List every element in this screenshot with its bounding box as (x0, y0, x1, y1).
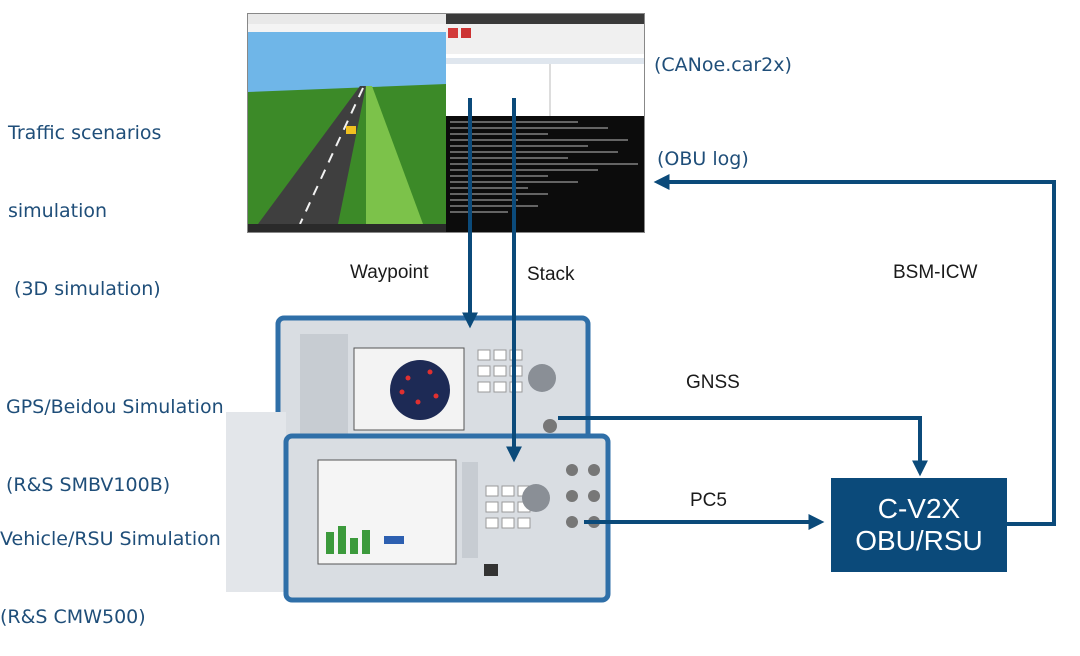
sim-titlebar (248, 14, 446, 24)
gnss-label: GNSS (686, 372, 740, 393)
pc5-label: PC5 (690, 490, 727, 511)
gps-sim-label: GPS/Beidou Simulation (R&S SMBV100B) (6, 342, 224, 524)
verge (366, 86, 423, 224)
connection-arrows (462, 98, 1056, 530)
canoe-titlebar (446, 14, 644, 24)
traffic-sim-label-line2: simulation (8, 200, 108, 222)
traffic-sim-label: Traffic scenarios simulation (3D simulat… (8, 68, 161, 328)
traffic-sim-label-line3: (3D simulation) (8, 278, 161, 300)
canoe-toolbar (446, 58, 644, 64)
obu-box-line2: OBU/RSU (855, 525, 983, 556)
smbv-skyplot (390, 360, 450, 420)
smbv-rf-connector (543, 419, 557, 433)
gps-sim-label-line1: GPS/Beidou Simulation (6, 396, 224, 418)
diagram-canvas (226, 98, 1056, 603)
obu-log-console (446, 116, 644, 232)
simulation-screenshot (248, 14, 644, 232)
gps-sim-label-line2: (R&S SMBV100B) (6, 474, 171, 496)
cmw-display-bars (326, 526, 404, 554)
smbv-satellites (399, 369, 439, 405)
canoe-start-icon (448, 28, 458, 38)
obu-rsu-box: C-V2X OBU/RSU (831, 478, 1007, 572)
cmw500-instrument (226, 412, 611, 603)
smbv-rotary-knob (528, 364, 556, 392)
stack-label: Stack (527, 264, 575, 285)
cmw-usb-port (484, 564, 498, 576)
gnss-arrow (558, 416, 928, 477)
smbv100b-instrument (275, 315, 591, 453)
cmw-softkeys (462, 462, 478, 558)
bsm-icw-arrow (653, 174, 1056, 526)
traffic-sim-label-line1: Traffic scenarios (8, 122, 162, 144)
obu-box-line1: C-V2X (877, 493, 961, 524)
cmw-rf-connectors (566, 464, 600, 528)
canoe-stop-icon (461, 28, 471, 38)
road (258, 86, 366, 224)
waypoint-label: Waypoint (350, 262, 429, 283)
canoe-label: (CANoe.car2x) (654, 54, 792, 76)
cmw-side-panel (226, 412, 286, 592)
canoe-ribbon (446, 24, 644, 54)
sim-car (346, 126, 356, 134)
vehicle-sim-label-line1: Vehicle/RSU Simulation (0, 528, 221, 550)
bsm-icw-label: BSM-ICW (893, 262, 978, 283)
simulation-screenshot-image (248, 14, 644, 232)
sim-menubar (248, 24, 446, 32)
sim-taskbar (248, 224, 446, 232)
obu-log-label: (OBU log) (657, 148, 749, 170)
lane-marking (299, 87, 364, 225)
smbv-softkeys (300, 334, 348, 434)
cmw-rotary-knob (522, 484, 550, 512)
